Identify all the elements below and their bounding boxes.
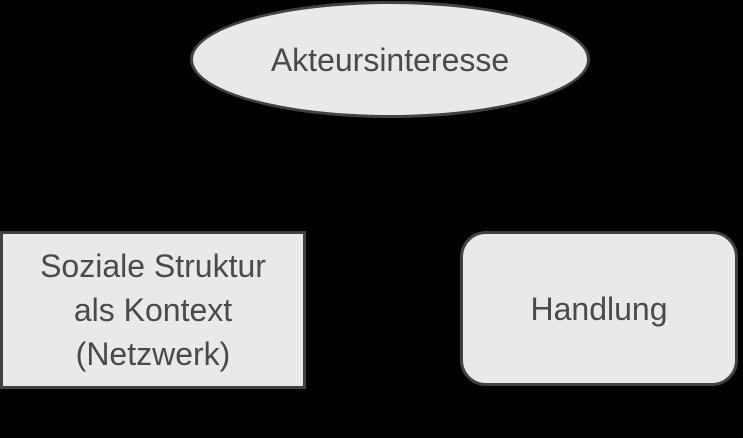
node-handlung-label: Handlung	[530, 290, 668, 327]
node-soziale-struktur: Soziale Struktur als Kontext (Netzwerk)	[0, 231, 306, 389]
node-soziale-struktur-label-line-2: als Kontext	[73, 292, 233, 328]
node-akteursinteresse-label: Akteursinteresse	[270, 41, 510, 78]
node-akteursinteresse: Akteursinteresse	[190, 1, 590, 118]
node-handlung: Handlung	[460, 231, 738, 386]
node-soziale-struktur-label-line-3: (Netzwerk)	[75, 336, 231, 372]
node-soziale-struktur-label-line-1: Soziale Struktur	[40, 248, 266, 284]
